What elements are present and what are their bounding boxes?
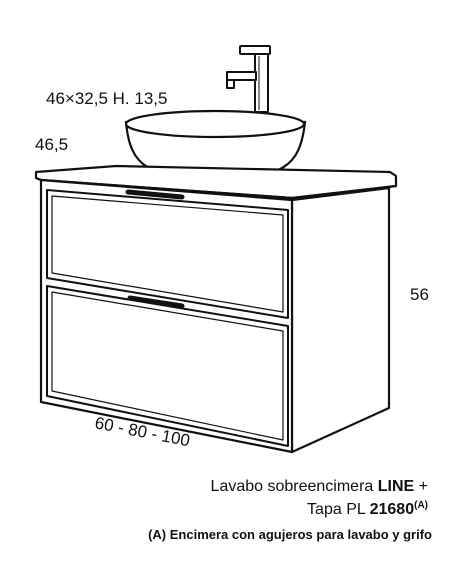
handle-bottom bbox=[127, 295, 185, 309]
cabinet bbox=[39, 178, 391, 454]
faucet bbox=[226, 45, 271, 113]
drawer-bottom bbox=[46, 285, 289, 447]
drawer-handles bbox=[125, 189, 185, 309]
footnote-marker: (A) bbox=[414, 500, 428, 511]
handle-top bbox=[125, 189, 185, 200]
product-name: LINE bbox=[377, 478, 415, 495]
caption-footnote: (A) Encimera con agujeros para lavabo y … bbox=[148, 527, 432, 542]
depth-dimension-label: 46,5 bbox=[35, 135, 68, 154]
basin-dimension-label: 46×32,5 H. 13,5 bbox=[46, 89, 167, 108]
washbasin bbox=[124, 109, 307, 180]
top-code: 21680 bbox=[369, 501, 415, 518]
caption-top-code: Tapa PL 21680(A) bbox=[307, 500, 428, 518]
caption-product-line: Lavabo sobreencimera LINE + bbox=[210, 478, 428, 495]
drawer-top bbox=[46, 189, 289, 319]
height-dimension-label: 56 bbox=[410, 285, 429, 304]
